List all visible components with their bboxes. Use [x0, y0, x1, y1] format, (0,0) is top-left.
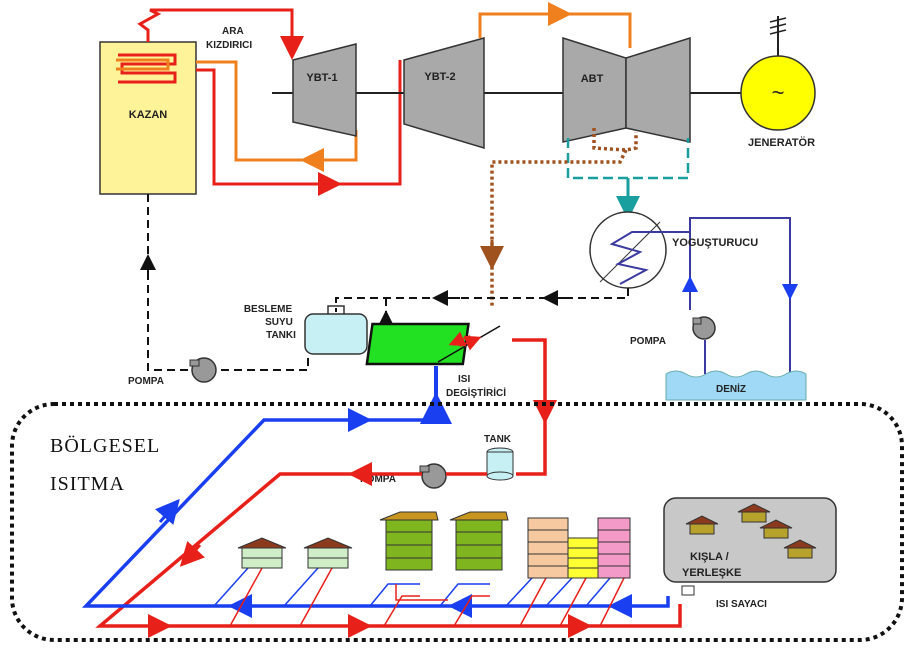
apartment-yellow — [567, 537, 599, 579]
svg-text:TANK: TANK — [484, 434, 512, 445]
apartment-green-1 — [379, 511, 439, 571]
generator: ~ JENERATÖR — [740, 16, 816, 149]
turbine-ybt1: YBT-1 — [292, 43, 357, 137]
svg-text:POMPA: POMPA — [630, 336, 666, 347]
svg-text:ISI: ISI — [458, 374, 470, 385]
heat-meter-label: ISI SAYACI — [716, 599, 767, 610]
feedwater-tank: BESLEME SUYU TANKI — [244, 304, 368, 355]
condenser: YOGUŞTURUCU — [589, 211, 758, 300]
district-tank: TANK — [484, 434, 514, 481]
sea: DENİZ — [665, 370, 807, 401]
district-title-line2: ISITMA — [50, 473, 125, 495]
branch-pipes — [213, 567, 625, 627]
generator-symbol: ~ — [772, 80, 785, 105]
svg-text:YBT-2: YBT-2 — [424, 71, 455, 83]
house-small-2 — [303, 537, 353, 569]
house-small-1 — [237, 537, 287, 569]
exhaust-duct — [566, 138, 690, 180]
svg-text:POMPA: POMPA — [128, 376, 164, 387]
apartment-green-2 — [449, 511, 509, 571]
heat-exchanger: ISI DEGİŞTİRİCİ — [365, 322, 506, 399]
svg-text:ABT: ABT — [581, 73, 604, 85]
pump-left: POMPA — [128, 357, 217, 387]
campus: KIŞLA / YERLEŞKE — [663, 497, 837, 583]
svg-text:YBT-1: YBT-1 — [306, 72, 337, 84]
sea-label: DENİZ — [716, 382, 746, 395]
reheater-label-line2: KIZDIRICI — [206, 40, 252, 51]
svg-text:BESLEME: BESLEME — [244, 304, 293, 315]
boiler: KAZAN — [99, 41, 197, 195]
campus-label-line1: KIŞLA / — [690, 551, 729, 563]
reheater-label-line1: ARA — [222, 26, 244, 37]
heat-meter: ISI SAYACI — [681, 585, 767, 610]
turbine-ybt2: YBT-2 — [403, 37, 485, 150]
pump-district: POMPA — [360, 463, 447, 489]
campus-label-line2: YERLEŞKE — [682, 567, 741, 579]
pump-right: POMPA — [630, 316, 716, 347]
district-supply-riser — [512, 338, 547, 476]
district-boundary — [10, 402, 904, 642]
district-title-line1: BÖLGESEL — [50, 434, 160, 457]
apartment-pink — [597, 517, 631, 579]
svg-text:DEGİŞTİRİCİ: DEGİŞTİRİCİ — [446, 386, 506, 399]
main-steam-line — [137, 8, 402, 186]
svg-text:TANKI: TANKI — [266, 330, 296, 341]
extraction-line — [490, 128, 638, 306]
generator-label: JENERATÖR — [748, 136, 815, 149]
reheater-coil — [116, 53, 177, 84]
district-supply-loop — [95, 472, 682, 628]
apartment-peach — [527, 517, 569, 579]
turbine-abt: ABT — [562, 36, 691, 143]
svg-text:SUYU: SUYU — [265, 317, 293, 328]
svg-text:POMPA: POMPA — [360, 474, 396, 485]
boiler-label: KAZAN — [129, 109, 168, 121]
district-return-loop — [81, 418, 670, 608]
condenser-label: YOGUŞTURUCU — [672, 237, 758, 249]
